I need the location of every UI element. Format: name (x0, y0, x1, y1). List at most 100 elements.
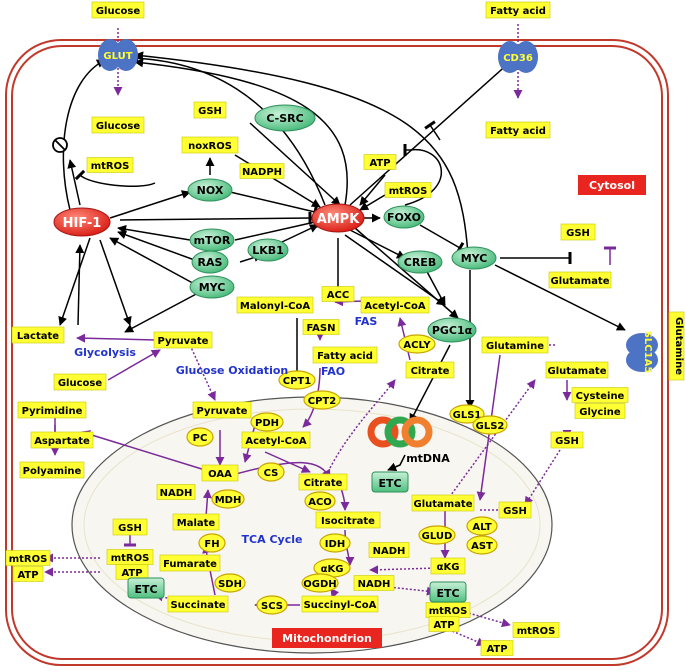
malonyl-coa-label: Malonyl-CoA (240, 301, 310, 312)
gsh-left-box: GSH (112, 518, 148, 536)
gls2-enzyme: GLS2 (472, 415, 508, 435)
cpt1-enzyme-label: CPT1 (283, 376, 311, 387)
cell-membrane-inner (11, 45, 663, 660)
pyruvate-cytosol-box: Pyruvate (153, 331, 213, 349)
fatty-acid-cytosol-label: Fatty acid (317, 351, 373, 362)
citrate-cytosol-box: Citrate (405, 361, 455, 379)
atp-out-left-label: ATP (17, 570, 38, 581)
glucose-cytosol-box: Glucose (53, 373, 107, 391)
acetyl-coa-cytosol-label: Acetyl-CoA (364, 301, 426, 312)
noxros-label: noxROS (188, 141, 232, 152)
citrate-cytosol-label: Citrate (411, 366, 450, 377)
cysteine-label: Cysteine (576, 391, 625, 402)
ogdh-enzyme: OGDH (301, 573, 339, 593)
hif1-node-label: HIF-1 (63, 216, 102, 231)
etc-center-box: ETC (371, 471, 409, 493)
pyrimidine-label: Pyrimidine (22, 406, 83, 417)
nox-node-label: NOX (197, 184, 224, 197)
pyruvate-mitochondrion-label: Pyruvate (197, 406, 248, 417)
cpt2-enzyme-label: CPT2 (308, 396, 336, 407)
oaa-label: OAA (208, 469, 232, 480)
nadph-box: NADPH (239, 163, 285, 179)
fatty-acid-intracellular-box: Fatty acid (485, 121, 551, 139)
mitochondrion-label: Mitochondrion (282, 632, 372, 645)
tca-cycle-label: TCA Cycle (242, 533, 303, 546)
foxo-node-label: FOXO (387, 211, 421, 224)
sdh-enzyme: SDH (214, 573, 246, 593)
succinate-label: Succinate (170, 600, 225, 611)
aco-enzyme-label: ACO (308, 497, 332, 508)
pgc1a-node-label: PGC1α (432, 324, 473, 337)
glucose-intracellular-label: Glucose (96, 121, 141, 132)
idh-enzyme-label: IDH (325, 539, 345, 550)
mtros-left-label: mtROS (91, 161, 130, 172)
nadh-2-label: NADH (373, 546, 406, 557)
nadh-2-box: NADH (368, 542, 410, 558)
nadh-1-label: NADH (160, 488, 193, 499)
myc-left-node-label: MYC (199, 281, 226, 294)
lkb1-node-label: LKB1 (252, 244, 284, 257)
pgc1a-node: PGC1α (427, 317, 477, 343)
glucose-cytosol-label: Glucose (58, 378, 103, 389)
atp-right-mito-box: ATP (428, 616, 460, 632)
regulatory-arrows (58, 51, 626, 472)
glutamate-cytosol-box: Glutamate (545, 361, 609, 379)
cs-enzyme: CS (257, 462, 285, 482)
akg-mitochondrion-node-label: αKG (321, 564, 344, 575)
mtor-node-label: mTOR (194, 234, 231, 247)
mtros-right-mito-label: mtROS (429, 606, 468, 617)
citrate-mitochondrion-label: Citrate (304, 478, 343, 489)
fasn-label: FASN (307, 323, 336, 334)
pdh-enzyme-label: PDH (255, 418, 279, 429)
polyamine-label: Polyamine (23, 466, 82, 477)
gsh-left-label: GSH (118, 523, 142, 534)
fatty-acid-external-label: Fatty acid (490, 6, 546, 17)
nadh-3-box: NADH (353, 575, 395, 591)
mtros-out-right-label: mtROS (517, 626, 556, 637)
succinyl-coa-box: Succinyl-CoA (301, 595, 379, 613)
aspartate-box: Aspartate (30, 431, 94, 449)
cysteine-box: Cysteine (571, 387, 629, 403)
mtros-top-box: mtROS (384, 182, 432, 198)
glutamine-cytosol-box: Glutamine (481, 336, 549, 354)
mtros-left-mito-label: mtROS (111, 553, 150, 564)
mtros-left-mito-box: mtROS (106, 549, 154, 565)
csrc-node: C-SRC (254, 104, 316, 132)
mdh-enzyme: MDH (211, 489, 245, 509)
atp-out-left-box: ATP (12, 566, 44, 582)
acly-enzyme-label: ACLY (403, 340, 431, 351)
fao-label: FAO (321, 365, 345, 378)
fumarate-box: Fumarate (159, 554, 221, 572)
acetyl-coa-mitochondrion-label: Acetyl-CoA (245, 436, 307, 447)
lkb1-node: LKB1 (247, 238, 289, 262)
acc-label: ACC (327, 290, 349, 301)
gsh-right-box: GSH (560, 223, 596, 241)
lactate-box: Lactate (11, 326, 65, 344)
atp-left-mito-label: ATP (121, 568, 142, 579)
malonyl-coa-box: Malonyl-CoA (236, 296, 314, 314)
mdh-enzyme-label: MDH (215, 495, 242, 506)
cell-membrane-outer (5, 39, 669, 666)
glutamate-mitochondrion-label: Glutamate (413, 499, 472, 510)
akg-mitochondrion-node: αKG (313, 558, 351, 578)
scs-enzyme: SCS (256, 595, 288, 615)
ras-node: RAS (191, 250, 229, 274)
mtros-out-right-box: mtROS (512, 622, 560, 638)
fh-enzyme-label: FH (204, 539, 219, 550)
noxros-box: noxROS (181, 136, 239, 154)
cpt2-enzyme: CPT2 (303, 390, 341, 410)
mtor-node: mTOR (189, 228, 235, 252)
glut-label: GLUT (103, 51, 132, 62)
gsh-top-box: GSH (193, 101, 227, 119)
etc-left-box: ETC (127, 577, 165, 599)
pc-enzyme: PC (186, 427, 214, 447)
creb-node: CREB (397, 250, 443, 274)
gls1-enzyme: GLS1 (449, 404, 485, 424)
mtdna-icon (367, 416, 433, 448)
atp-top-box: ATP (363, 154, 397, 170)
slc1a5-transporter: SLC1A5 (626, 331, 658, 374)
nox-node: NOX (187, 178, 233, 202)
glucose-intracellular-box: Glucose (91, 116, 145, 134)
foxo-node: FOXO (383, 205, 425, 229)
slc1a5-label: SLC1A5 (642, 331, 653, 374)
